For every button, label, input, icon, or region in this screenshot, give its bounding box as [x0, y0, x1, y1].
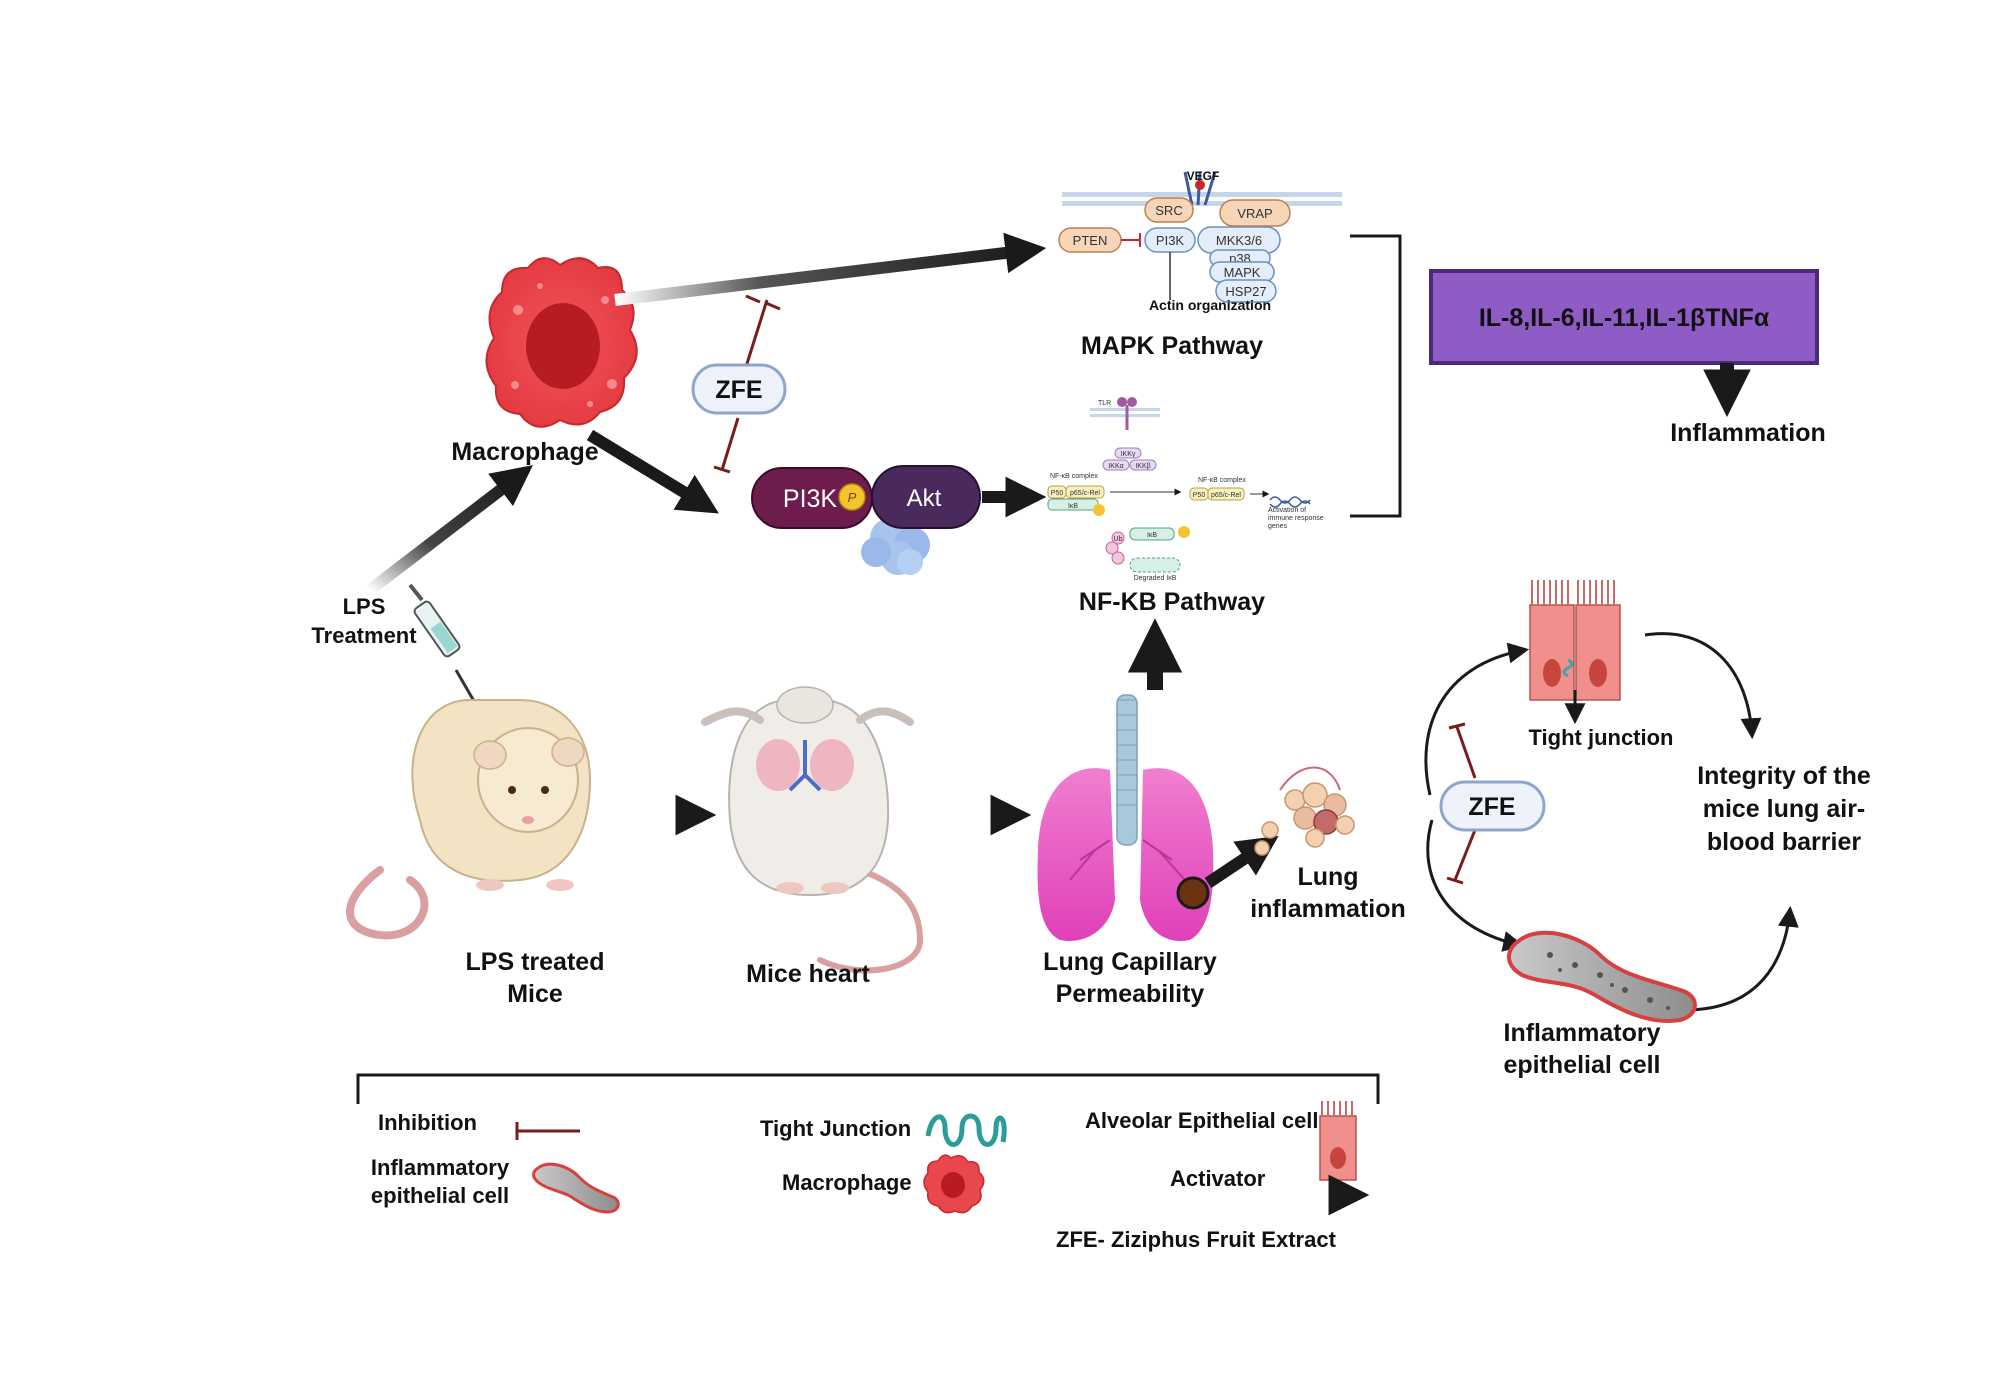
inhibition-zfe-pi3k [713, 417, 740, 474]
legend: Inhibition Inflammatory epithelial cell … [356, 1073, 1380, 1252]
nfkb-degraded: Degraded IκB [1134, 575, 1177, 582]
integrity-label-1: Integrity of the [1697, 762, 1871, 790]
pi3k-akt-complex: PI3K Akt P [751, 465, 981, 575]
inhibition-zfe-right-up [1448, 722, 1477, 779]
lps-mice-label-1: LPS treated [466, 948, 605, 976]
mapk-pi3k: PI3K [1156, 233, 1185, 248]
zfe-top-label: ZFE [715, 376, 762, 404]
alveolar-epithelial-cells [1529, 580, 1621, 701]
inflammatory-epithelial-cell-icon [532, 1162, 620, 1214]
mapk-pathway-title: MAPK Pathway [1081, 332, 1263, 360]
nfkb-ub: Ub [1114, 536, 1123, 543]
curved-arrow-inflamed-to-integrity [1684, 905, 1799, 1012]
syringe-icon [408, 583, 484, 716]
nfkb-p65: p65/c-Rel [1070, 490, 1100, 497]
activator-arrow-macrophage-pi3k [586, 429, 719, 514]
inflammatory-epithelial-cell [1507, 930, 1697, 1023]
inhibition-icon [515, 1122, 580, 1140]
pathway-bracket [1350, 234, 1402, 518]
nfkb-activation-2: immune response [1268, 515, 1324, 522]
mice-heart-label: Mice heart [746, 960, 870, 988]
lung-inflammation-label-1: Lung [1297, 863, 1358, 891]
macrophage-cell [485, 257, 638, 428]
lung-inflammation-label-2: inflammation [1250, 895, 1406, 923]
mapk-hsp27: HSP27 [1225, 284, 1266, 299]
mapk-pathway-diagram: VEGF SRC VRAP PTEN PI3K MKK3/6 p38 MAPK … [1058, 169, 1342, 313]
zfe-right-label: ZFE [1468, 793, 1515, 821]
integrity-label-2: mice lung air- [1703, 795, 1866, 823]
tight-junction-label: Tight junction [1528, 725, 1673, 750]
mapk-pten: PTEN [1073, 233, 1108, 248]
mapk-vegf: VEGF [1187, 169, 1220, 183]
akt-label: Akt [907, 485, 942, 512]
mapk-vrap: VRAP [1237, 206, 1272, 221]
alveolar-epithelial-cell-icon [1319, 1101, 1357, 1181]
akt-pill [871, 465, 981, 529]
nfkb-activation-1: Activation of [1268, 507, 1306, 514]
activator-arrow-macrophage-mapk [614, 232, 1047, 306]
nfkb-p65b: p65/c-Rel [1211, 492, 1241, 499]
mapk-footer: Actin organization [1149, 297, 1271, 313]
inflammation-label: Inflammation [1670, 419, 1826, 447]
nfkb-ikkb: IKKβ [1135, 463, 1150, 470]
tight-junction-icon [925, 1113, 1007, 1147]
inhibition-zfe-mapk [743, 294, 781, 371]
zfe-badge-top: ZFE [691, 363, 787, 415]
legend-bracket [356, 1073, 1380, 1104]
legend-alveolar-label: Alveolar Epithelial cell [1085, 1108, 1319, 1133]
integrity-label-3: blood barrier [1707, 828, 1861, 856]
inhibition-zfe-right-down [1446, 829, 1477, 885]
mapk-mapk: MAPK [1224, 265, 1261, 280]
mapk-src: SRC [1155, 203, 1182, 218]
zfe-badge-right: ZFE [1439, 780, 1546, 832]
nfkb-ikka: IKKα [1108, 463, 1123, 470]
lps-mice-label-2: Mice [507, 980, 563, 1008]
lung-capillary-label-2: Permeability [1056, 980, 1205, 1008]
nfkb-ikkg: IKKγ [1121, 451, 1136, 458]
legend-inf-epi-label-2: epithelial cell [371, 1183, 509, 1208]
lps-treatment-label-2: Treatment [311, 623, 417, 648]
cloud-blob [861, 518, 930, 575]
nfkb-p50b: P50 [1193, 492, 1206, 499]
nfkb-activation-3: genes [1268, 523, 1288, 530]
nfkb-pathway-title: NF-KB Pathway [1079, 588, 1265, 616]
legend-inf-epi-label-1: Inflammatory [371, 1155, 510, 1180]
legend-macrophage-label: Macrophage [782, 1170, 912, 1195]
legend-zfe-definition: ZFE- Ziziphus Fruit Extract [1056, 1227, 1337, 1252]
activator-arrow-lps-macrophage [366, 465, 533, 595]
lps-treatment-label-1: LPS [343, 594, 386, 619]
mapk-mkk: MKK3/6 [1216, 233, 1262, 248]
inflammation-spot [1176, 876, 1210, 910]
lung-capillary-label-1: Lung Capillary [1043, 948, 1217, 976]
alveoli-icon [1254, 766, 1355, 856]
curved-arrow-to-inflamed-cell [1426, 819, 1525, 952]
pi3k-label: PI3K [783, 485, 838, 513]
curved-arrow-to-integrity [1644, 632, 1762, 740]
inflammatory-cell-label-2: epithelial cell [1503, 1051, 1660, 1079]
nfkb-p50: P50 [1051, 490, 1064, 497]
curved-arrow-to-cells [1424, 642, 1530, 796]
phospho-marker [838, 483, 866, 511]
macrophage-icon [923, 1154, 985, 1214]
cytokine-label: IL-8,IL-6,IL-11,IL-1βTNFα [1479, 304, 1770, 332]
legend-tight-junction-label: Tight Junction [760, 1116, 911, 1141]
nfkb-complex1: NF-κB complex [1050, 473, 1098, 480]
phospho-label: P [848, 490, 857, 505]
lps-treated-mouse [346, 699, 592, 940]
nfkb-complex2: NF-κB complex [1198, 477, 1246, 484]
nfkb-pathway-diagram: TLR IKKγ IKKα IKKβ NF-κB complex P50 p65… [1047, 397, 1324, 582]
nfkb-tlr: TLR [1098, 400, 1111, 407]
legend-activator-label: Activator [1170, 1166, 1266, 1191]
nfkb-ikb2: IκB [1147, 532, 1157, 539]
nfkb-ikb: IκB [1068, 503, 1078, 510]
legend-inhibition-label: Inhibition [378, 1110, 477, 1135]
cytokine-box [1429, 269, 1819, 365]
mouse-heart-dissection [701, 686, 924, 974]
inflammatory-cell-label-1: Inflammatory [1504, 1019, 1661, 1047]
macrophage-label: Macrophage [451, 438, 598, 466]
